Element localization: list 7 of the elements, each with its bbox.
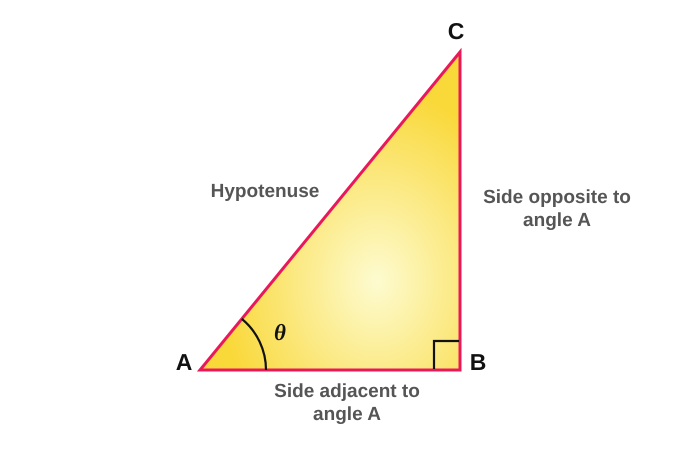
angle-label: θ [273,319,287,347]
side-label: Side opposite to angle A [482,187,632,233]
vertex-label: C [446,18,466,46]
side-label: Hypotenuse [210,181,320,204]
side-label: Side adjacent to angle A [273,381,421,427]
vertex-label: B [468,349,488,377]
vertex-label: A [174,349,194,377]
